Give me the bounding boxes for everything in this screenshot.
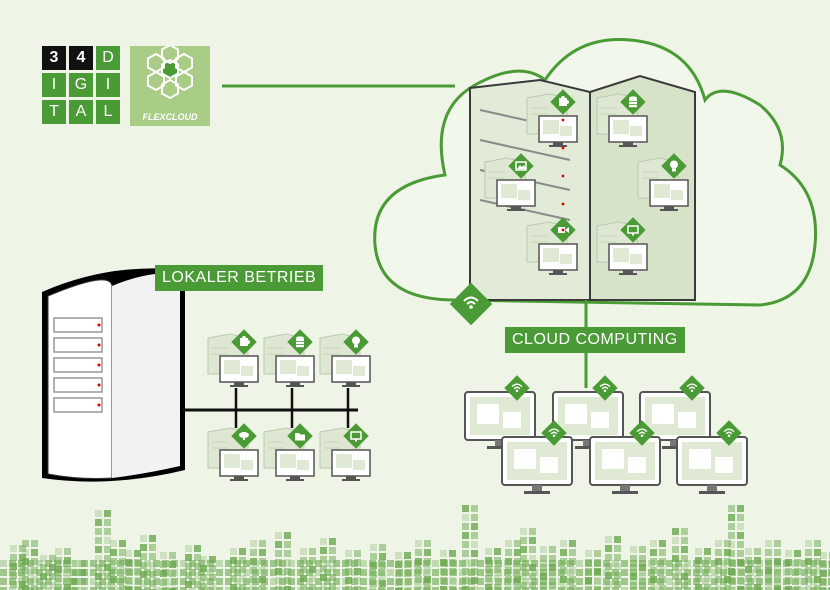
client-monitor bbox=[589, 420, 661, 494]
logo-cell: G bbox=[69, 73, 93, 97]
server-unit bbox=[263, 329, 315, 387]
wifi-icon bbox=[592, 375, 618, 401]
puzzle-icon bbox=[231, 329, 257, 355]
lightbulb-icon bbox=[661, 153, 687, 179]
client-monitor bbox=[501, 420, 573, 494]
monitor-icon bbox=[620, 217, 646, 243]
client-monitor bbox=[676, 420, 748, 494]
server-unit bbox=[526, 217, 578, 275]
server-unit bbox=[319, 329, 371, 387]
wifi-icon bbox=[629, 420, 655, 446]
server-screen bbox=[538, 115, 578, 147]
cloud-download-icon bbox=[231, 423, 257, 449]
logo-cell: 3 bbox=[42, 46, 66, 70]
server-screen bbox=[275, 355, 315, 387]
local-operation-label: LOKALER BETRIEB bbox=[155, 265, 324, 291]
city-skyline bbox=[0, 505, 830, 590]
server-screen bbox=[608, 115, 648, 147]
cloud-wifi-badge bbox=[449, 282, 493, 326]
logo-cell: L bbox=[96, 100, 120, 124]
folder-icon bbox=[287, 423, 313, 449]
wifi-icon bbox=[716, 420, 742, 446]
server-unit bbox=[319, 423, 371, 481]
server-screen bbox=[538, 243, 578, 275]
logo-cell: I bbox=[96, 73, 120, 97]
server-screen bbox=[219, 449, 259, 481]
server-unit bbox=[526, 89, 578, 147]
logo-cell: D bbox=[96, 46, 120, 70]
puzzle-icon bbox=[550, 89, 576, 115]
34digital-logo: 3 4 D I G I T A L bbox=[42, 46, 120, 124]
flexcloud-logo: FLEXCLOUD bbox=[130, 43, 210, 126]
monitor-icon bbox=[343, 423, 369, 449]
database-icon bbox=[620, 89, 646, 115]
local-server-tower bbox=[42, 268, 185, 482]
logo-cell: 4 bbox=[69, 46, 93, 70]
server-screen bbox=[496, 179, 536, 211]
server-unit bbox=[596, 217, 648, 275]
logo-cell: A bbox=[69, 100, 93, 124]
lightbulb-icon bbox=[343, 329, 369, 355]
server-screen bbox=[649, 179, 689, 211]
client-monitor bbox=[639, 375, 711, 449]
wifi-icon bbox=[541, 420, 567, 446]
database-icon bbox=[287, 329, 313, 355]
server-screen bbox=[331, 355, 371, 387]
server-screen bbox=[331, 449, 371, 481]
server-screen bbox=[219, 355, 259, 387]
server-unit bbox=[637, 153, 689, 211]
hexagon-icon bbox=[147, 43, 193, 100]
server-screen bbox=[275, 449, 315, 481]
server-unit bbox=[596, 89, 648, 147]
server-unit bbox=[263, 423, 315, 481]
logo-cell: I bbox=[42, 73, 66, 97]
client-monitor bbox=[464, 375, 536, 449]
server-unit bbox=[207, 423, 259, 481]
client-monitor bbox=[552, 375, 624, 449]
image-icon bbox=[508, 153, 534, 179]
server-screen bbox=[608, 243, 648, 275]
logo-cell: T bbox=[42, 100, 66, 124]
wifi-icon bbox=[679, 375, 705, 401]
flexcloud-label: FLEXCLOUD bbox=[142, 112, 198, 122]
cloud-computing-label: CLOUD COMPUTING bbox=[505, 327, 685, 353]
wifi-icon bbox=[504, 375, 530, 401]
server-unit bbox=[484, 153, 536, 211]
server-unit bbox=[207, 329, 259, 387]
